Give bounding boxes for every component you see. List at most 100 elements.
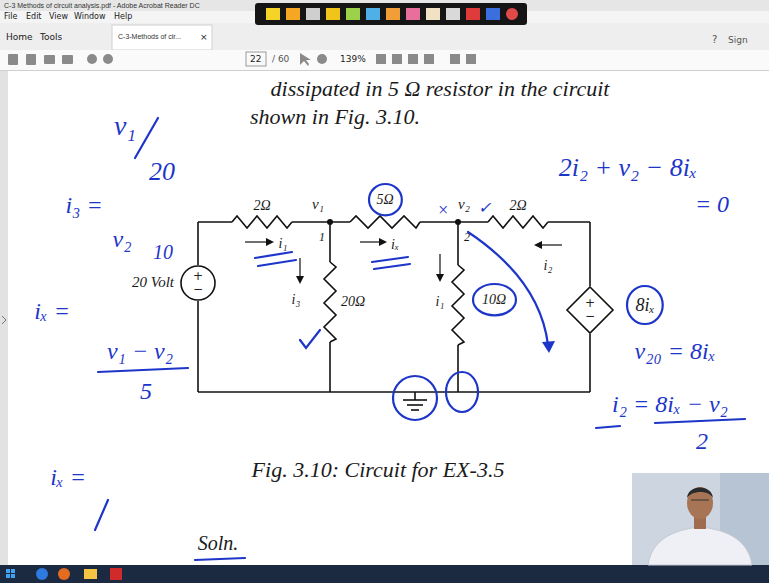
problem-text: shown in Fig. 3.10.: [250, 104, 420, 129]
ink-note: 10: [153, 241, 173, 264]
label-holder: iₓ: [391, 237, 399, 253]
menu-item: View: [49, 12, 68, 21]
document-tab: C-3-Methods of cir...: [118, 33, 181, 41]
label-holder: File: [4, 12, 17, 21]
label-holder: v₁ − v₂: [107, 338, 173, 366]
page-number: 22: [250, 54, 261, 64]
label-holder: Home: [6, 32, 33, 42]
label-holder: Window: [74, 12, 106, 21]
label-holder: shown in Fig. 3.10.: [250, 104, 420, 129]
zoom-level: 139%: [340, 54, 366, 64]
current-label: i₁: [436, 294, 445, 310]
current-arrowheads: [266, 219, 542, 284]
label-holder: i₂: [544, 258, 553, 274]
label-holder: Help: [114, 12, 132, 21]
node-voltage: v₂: [458, 196, 470, 213]
node-text: 5Ω: [376, 192, 393, 208]
label-holder: 139%: [340, 54, 366, 64]
label-holder: i₂ = 8iₓ − v₂: [612, 391, 728, 419]
help-icon: ?: [712, 34, 717, 46]
resistor-value: 20Ω: [341, 294, 365, 310]
label-holder: 20Ω: [341, 294, 365, 310]
label-holder: 22: [250, 54, 261, 64]
resistor-value: 2Ω: [509, 198, 526, 214]
taskbar: [0, 565, 769, 583]
menu-item: File: [4, 12, 17, 21]
label-holder: 5: [140, 378, 152, 406]
node-text: 10Ω: [482, 292, 506, 308]
menu-item: Help: [114, 12, 132, 21]
circuit-wires: [198, 216, 590, 410]
node-number: 1: [319, 231, 325, 245]
ink-equation: = 0: [695, 191, 729, 219]
ink-equation: 2i₂ + v₂ − 8iₓ: [559, 153, 698, 183]
source-value: 20 Volt: [132, 274, 174, 291]
label-holder: Tools: [40, 32, 62, 42]
ink-note: v₂: [113, 226, 132, 254]
label-holder: 2Ω: [509, 198, 526, 214]
label-holder: iₓ =: [50, 464, 86, 492]
label-holder: Sign: [728, 35, 748, 45]
label-holder: i₃: [292, 292, 301, 308]
label-holder: 2: [464, 231, 470, 245]
label-holder: Fig. 3.10: Circuit for EX-3.5: [252, 457, 505, 482]
sign-button: Sign: [728, 35, 748, 45]
node-text: −: [585, 310, 595, 323]
resistor-symbol: [350, 216, 420, 228]
label-holder: 2Ω: [253, 198, 270, 214]
current-label: i₂: [544, 258, 553, 274]
voltage-source: +−20 Volt: [180, 265, 216, 301]
node-text: +: [193, 270, 203, 283]
ink-equation: i₂ = 8iₓ − v₂: [612, 391, 728, 419]
ink-equation: v₂₀ = 8iₓ: [634, 338, 715, 366]
label-holder: 1: [319, 231, 325, 245]
label-holder: = 0: [695, 191, 729, 219]
label-holder: v₁: [114, 110, 136, 142]
circled-resistor-value: 10Ω: [472, 283, 517, 316]
resistor-symbol: [232, 216, 292, 228]
label-holder: Soln.: [198, 532, 239, 555]
problem-text: dissipated in 5 Ω resistor in the circui…: [271, 76, 610, 101]
label-holder: v₂: [458, 196, 470, 213]
ink-note: iₓ =: [34, 298, 70, 326]
label-holder: iₓ =: [34, 298, 70, 326]
label-holder: i₁: [279, 236, 288, 252]
ink-tick: ✓: [478, 199, 491, 217]
solution-heading: Soln.: [198, 532, 239, 555]
ink-cross: ×: [437, 200, 449, 221]
label-holder: / 60: [272, 54, 289, 64]
close-icon: ×: [200, 32, 208, 42]
circled-source-value: 8iₓ: [626, 285, 664, 325]
node-voltage: v₁: [312, 196, 324, 213]
ink-note: 20: [149, 157, 175, 187]
node-text: +: [585, 297, 595, 310]
ink-equation: 2: [696, 428, 708, 456]
current-label: i₁: [279, 236, 288, 252]
resistor-symbol: [324, 262, 336, 342]
presenter-video: [632, 473, 769, 565]
circled-resistor-value: 5Ω: [368, 183, 403, 216]
current-label: i₃: [292, 292, 301, 308]
label-holder: 2: [696, 428, 708, 456]
node-text: −: [193, 283, 203, 296]
nav-tab: Tools: [40, 32, 62, 42]
ink-note: v₁ − v₂: [107, 338, 173, 366]
window-title: C-3 Methods of circuit analysis.pdf - Ad…: [4, 2, 200, 10]
menu-item: Window: [74, 12, 106, 21]
label-holder: dissipated in 5 Ω resistor in the circui…: [271, 76, 610, 101]
label-holder: i₁: [436, 294, 445, 310]
ink-note: iₓ =: [50, 464, 86, 492]
nav-tab: Home: [6, 32, 33, 42]
node-text: 8iₓ: [635, 295, 654, 316]
menu-item: Edit: [26, 12, 42, 21]
label-holder: v₁: [312, 196, 324, 213]
resistor-symbol: [452, 265, 464, 345]
label-holder: i₃ =: [65, 192, 102, 220]
resistor-symbol: [488, 216, 548, 228]
label-holder: v₂₀ = 8iₓ: [634, 338, 715, 366]
label-holder: ×: [437, 200, 449, 221]
node-number: 2: [464, 231, 470, 245]
label-holder: C-3-Methods of cir...: [118, 33, 181, 41]
